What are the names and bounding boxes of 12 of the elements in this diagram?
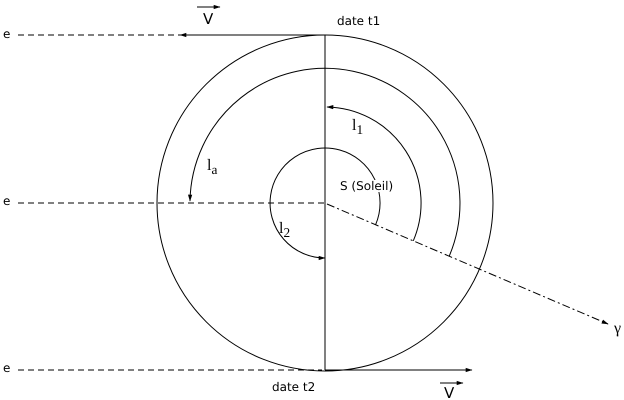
vector-label: V: [444, 386, 454, 400]
date-label: date t1: [337, 15, 380, 27]
date-label: date t2: [272, 381, 316, 393]
angle-label: l$_{a}$: [207, 158, 218, 177]
angle-label: l$_{1}$: [352, 118, 364, 137]
point-label: e: [3, 195, 10, 207]
vector-label: V: [203, 12, 214, 27]
direction-label: γ: [614, 321, 622, 337]
point-label: e: [3, 362, 10, 374]
sun-label: S (Soleil): [340, 180, 394, 192]
point-label: e: [3, 28, 10, 40]
angle-label: l$_{2}$: [279, 221, 290, 240]
